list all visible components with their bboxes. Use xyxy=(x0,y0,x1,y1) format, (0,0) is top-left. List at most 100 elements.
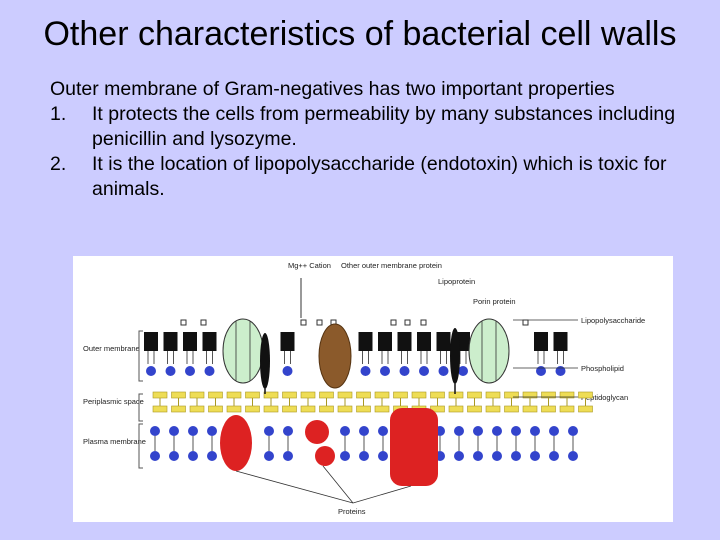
bracket-plasma xyxy=(138,423,143,469)
plasma-head-bottom xyxy=(283,451,293,461)
plasma-head-bottom xyxy=(207,451,217,461)
peptidoglycan-unit xyxy=(522,405,538,413)
list-number: 2. xyxy=(50,153,67,175)
plasma-head-bottom xyxy=(492,451,502,461)
peptidoglycan-unit xyxy=(356,391,371,399)
plasma-head-bottom xyxy=(549,451,559,461)
phospholipid-head xyxy=(419,366,429,376)
label-peptidoglycan: Peptidoglycan xyxy=(581,393,628,402)
label-outer-membrane: Outer membrane xyxy=(83,344,140,353)
plasma-head-bottom xyxy=(169,451,179,461)
phospholipid-head xyxy=(555,366,566,376)
lps-block xyxy=(358,332,373,351)
plasma-head-top xyxy=(150,426,160,436)
lps-block xyxy=(183,332,197,351)
plasma-head-bottom xyxy=(264,451,274,461)
label-outer-membrane-text: Outer membrane xyxy=(83,344,140,353)
peptidoglycan-unit xyxy=(263,391,279,399)
peptidoglycan-unit xyxy=(393,391,408,399)
phospholipid-head xyxy=(165,366,176,376)
lps-marker xyxy=(522,319,529,326)
peptidoglycan-unit xyxy=(282,405,297,413)
peptidoglycan-unit xyxy=(152,405,168,413)
phospholipid-head xyxy=(380,366,390,376)
peptidoglycan-unit xyxy=(152,391,168,399)
cell-wall-diagram-svg: Outer membrane Periplasmic space Plasma … xyxy=(83,261,645,516)
lps-block xyxy=(553,332,568,351)
membrane-protein xyxy=(315,446,335,466)
plasma-head-bottom xyxy=(340,451,350,461)
peptidoglycan-unit xyxy=(430,391,445,399)
peptidoglycan-unit xyxy=(319,405,334,413)
plasma-head-bottom xyxy=(473,451,483,461)
lps-marker xyxy=(390,319,397,326)
peptidoglycan-unit xyxy=(171,405,186,413)
lps-block xyxy=(144,332,158,351)
label-porin: Porin protein xyxy=(473,297,516,306)
plasma-head-bottom xyxy=(454,451,464,461)
plasma-head-bottom xyxy=(568,451,578,461)
phospholipid-head xyxy=(536,366,546,376)
lps-block xyxy=(202,332,217,351)
peptidoglycan-unit xyxy=(245,391,260,399)
plasma-head-bottom xyxy=(150,451,160,461)
lps-block xyxy=(417,332,431,351)
peptidoglycan-unit xyxy=(282,391,297,399)
porin-protein xyxy=(222,318,264,384)
peptidoglycan-unit xyxy=(226,391,242,399)
plasma-head-bottom xyxy=(359,451,369,461)
peptidoglycan-unit xyxy=(541,405,556,413)
plasma-head-top xyxy=(359,426,369,436)
label-proteins: Proteins xyxy=(338,507,366,516)
peptidoglycan-unit xyxy=(189,391,205,399)
list-number: 1. xyxy=(50,103,67,125)
lipoprotein xyxy=(450,328,460,384)
plasma-head-top xyxy=(511,426,521,436)
lps-block xyxy=(436,332,451,351)
plasma-head-top xyxy=(568,426,578,436)
plasma-head-top xyxy=(454,426,464,436)
peptidoglycan-unit xyxy=(226,405,242,413)
list-item: 2. It is the location of lipopolysacchar… xyxy=(50,152,710,202)
phospholipid-head xyxy=(360,366,371,376)
label-periplasmic-space: Periplasmic space xyxy=(83,397,144,406)
peptidoglycan-unit xyxy=(448,391,464,399)
lps-marker xyxy=(316,319,323,326)
plasma-head-bottom xyxy=(188,451,198,461)
plasma-head-top xyxy=(264,426,274,436)
label-cation: Mg++ Cation xyxy=(288,261,331,270)
outer-membrane-protein xyxy=(318,323,352,389)
slide-body: Outer membrane of Gram-negatives has two… xyxy=(50,77,710,202)
plasma-head-top xyxy=(378,426,388,436)
phospholipid-head xyxy=(185,366,195,376)
plasma-head-top xyxy=(492,426,502,436)
peptidoglycan-unit xyxy=(263,405,279,413)
porin-protein xyxy=(468,318,510,384)
peptidoglycan-unit xyxy=(485,391,501,399)
list-item-text: It is the location of lipopolysaccharide… xyxy=(92,153,667,200)
plasma-head-bottom xyxy=(378,451,388,461)
label-plasma-membrane: Plasma membrane xyxy=(83,437,146,446)
membrane-protein xyxy=(390,408,438,486)
peptidoglycan-unit xyxy=(300,391,316,399)
protein-pointer xyxy=(322,465,354,504)
lps-marker xyxy=(180,319,187,326)
protein-pointer xyxy=(352,485,412,504)
plasma-head-bottom xyxy=(530,451,540,461)
bracket-outer xyxy=(138,330,143,382)
cell-wall-diagram: Outer membrane Periplasmic space Plasma … xyxy=(73,256,673,522)
lps-marker xyxy=(420,319,427,326)
lps-marker xyxy=(404,319,411,326)
peptidoglycan-unit xyxy=(189,405,205,413)
membrane-protein xyxy=(305,420,329,444)
plasma-head-bottom xyxy=(511,451,521,461)
bracket-periplasmic xyxy=(138,393,143,422)
label-lps: Lipopolysaccharide xyxy=(581,316,645,325)
peptidoglycan-unit xyxy=(374,405,390,413)
lps-marker xyxy=(300,319,307,326)
peptidoglycan-unit xyxy=(208,391,223,399)
plasma-head-top xyxy=(530,426,540,436)
peptidoglycan-unit xyxy=(504,405,519,413)
label-other-outer-protein: Other outer membrane protein xyxy=(341,261,442,270)
lipoprotein xyxy=(260,333,270,389)
